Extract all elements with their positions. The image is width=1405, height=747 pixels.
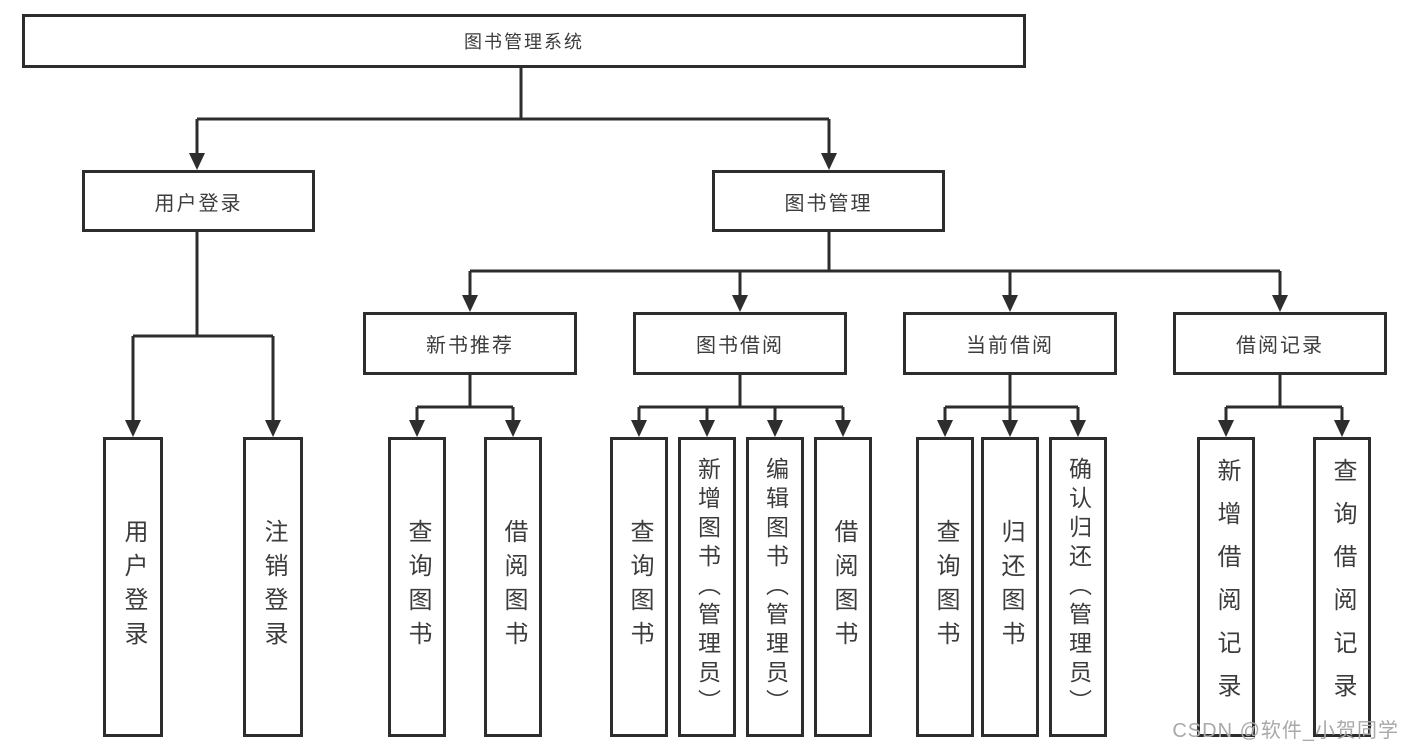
leaf-records-add-record-label: 新增借阅记录	[1213, 458, 1240, 716]
leaf-current-confirm-return-admin-label: 确认归还（管理员）	[1065, 456, 1092, 718]
arrow-heads	[125, 153, 1350, 437]
leaf-recommend-borrow-books-label: 借阅图书	[500, 519, 527, 655]
node-user-login-label: 用户登录	[154, 192, 243, 215]
leaf-borrowing-add-book-admin-label: 新增图书（管理员）	[694, 456, 721, 718]
leaf-records-query-record-label: 查询借阅记录	[1329, 458, 1356, 716]
node-root: 图书管理系统	[22, 14, 1026, 68]
leaf-recommend-query-books: 查询图书	[388, 437, 446, 737]
node-new-book-recommendation: 新书推荐	[363, 312, 577, 375]
leaf-borrowing-borrow-books: 借阅图书	[814, 437, 872, 737]
leaf-current-confirm-return-admin: 确认归还（管理员）	[1049, 437, 1107, 737]
leaf-logout: 注销登录	[243, 437, 303, 737]
leaf-user-login-label: 用户登录	[120, 519, 147, 655]
csdn-watermark: CSDN @软件_小贺同学	[1172, 720, 1399, 742]
node-book-borrowing: 图书借阅	[633, 312, 847, 375]
node-book-management: 图书管理	[712, 170, 945, 232]
node-book-borrowing-label: 图书借阅	[696, 335, 784, 357]
leaf-current-query-books: 查询图书	[916, 437, 974, 737]
node-new-book-recommendation-label: 新书推荐	[426, 335, 514, 357]
node-current-borrowing-label: 当前借阅	[966, 335, 1054, 357]
leaf-recommend-borrow-books: 借阅图书	[484, 437, 542, 737]
leaf-borrowing-add-book-admin: 新增图书（管理员）	[678, 437, 736, 737]
node-user-login: 用户登录	[82, 170, 315, 232]
node-root-label: 图书管理系统	[464, 32, 584, 52]
leaf-borrowing-borrow-books-label: 借阅图书	[830, 519, 857, 655]
tree-edges	[131, 66, 1344, 422]
leaf-borrowing-query-books: 查询图书	[610, 437, 668, 737]
node-book-management-label: 图书管理	[784, 192, 873, 215]
node-current-borrowing: 当前借阅	[903, 312, 1117, 375]
leaf-user-login: 用户登录	[103, 437, 163, 737]
leaf-records-query-record: 查询借阅记录	[1313, 437, 1371, 737]
node-borrowing-records: 借阅记录	[1173, 312, 1387, 375]
leaf-borrowing-edit-book-admin-label: 编辑图书（管理员）	[762, 456, 789, 718]
leaf-borrowing-edit-book-admin: 编辑图书（管理员）	[746, 437, 804, 737]
leaf-records-add-record: 新增借阅记录	[1197, 437, 1255, 737]
node-borrowing-records-label: 借阅记录	[1236, 335, 1324, 357]
leaf-logout-label: 注销登录	[260, 519, 287, 655]
leaf-current-query-books-label: 查询图书	[932, 519, 959, 655]
leaf-recommend-query-books-label: 查询图书	[404, 519, 431, 655]
leaf-current-return-books-label: 归还图书	[997, 519, 1024, 655]
leaf-current-return-books: 归还图书	[981, 437, 1039, 737]
leaf-borrowing-query-books-label: 查询图书	[626, 519, 653, 655]
